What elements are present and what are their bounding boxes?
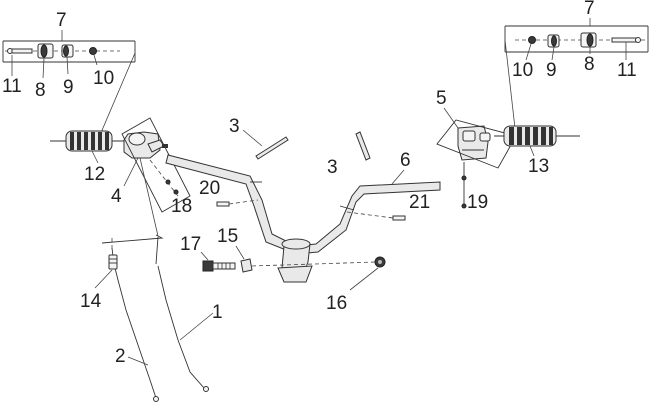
throttle-housing-screws: [149, 159, 179, 197]
right-weight-collar: [547, 34, 560, 48]
right-bar-end-bolt: [611, 37, 641, 43]
throttle-cables: [101, 234, 209, 402]
clamp-nut: [374, 256, 386, 268]
callout-13: 13: [528, 156, 549, 177]
right-handlebar-switch: [457, 125, 491, 161]
callout-8-left: 8: [35, 80, 46, 101]
callout-10-right: 10: [512, 60, 533, 81]
callout-11-right: 11: [617, 60, 637, 81]
callout-3-right: 3: [327, 157, 338, 178]
callout-9-left: 9: [63, 77, 74, 98]
callout-12: 12: [84, 164, 105, 185]
bar-clamp-pin-left: [255, 136, 289, 160]
clamp-bolt: [202, 260, 236, 272]
left-weight-collar: [61, 44, 74, 58]
left-weight-nut: [89, 47, 97, 55]
callout-1: 1: [212, 302, 223, 323]
handlebar-clamp-stem: [277, 238, 313, 283]
left-bar-end-weight: [37, 43, 54, 59]
bar-clamp-pin-right: [355, 131, 371, 161]
callout-4: 4: [111, 186, 122, 207]
callout-21: 21: [409, 192, 430, 213]
right-bar-end-weight: [580, 32, 597, 48]
callout-8-right: 8: [584, 54, 595, 75]
callout-15: 15: [217, 226, 238, 247]
callout-19: 19: [467, 192, 488, 213]
right-grip-hardware-inset: [504, 25, 649, 53]
callout-17: 17: [180, 234, 201, 255]
left-grip-hardware-inset: [2, 40, 136, 63]
callout-11-left: 11: [2, 76, 22, 97]
callout-18: 18: [171, 196, 192, 217]
callout-3-left: 3: [229, 116, 240, 137]
callout-2: 2: [115, 346, 126, 367]
left-bar-end-bolt: [7, 48, 33, 54]
handlebar-tube: [165, 154, 441, 255]
callout-16: 16: [326, 293, 347, 314]
callout-10-left: 10: [93, 68, 114, 89]
right-handlebar-grip: [494, 125, 580, 147]
callout-14: 14: [80, 291, 102, 312]
clamp-collar: [240, 258, 253, 273]
right-bar-screw: [346, 211, 406, 221]
callout-7-right: 7: [584, 0, 595, 19]
left-bar-screw: [216, 199, 259, 207]
callout-5: 5: [436, 88, 447, 109]
throttle-housing: [123, 131, 168, 159]
callout-6: 6: [400, 150, 411, 171]
callout-20: 20: [199, 178, 220, 199]
right-switch-screws: [461, 162, 467, 209]
callout-7-left: 7: [56, 10, 67, 31]
throttle-cable-adjuster: [108, 254, 118, 270]
callout-9-right: 9: [546, 60, 557, 81]
left-handlebar-grip: [50, 130, 125, 152]
right-weight-nut: [528, 36, 536, 44]
